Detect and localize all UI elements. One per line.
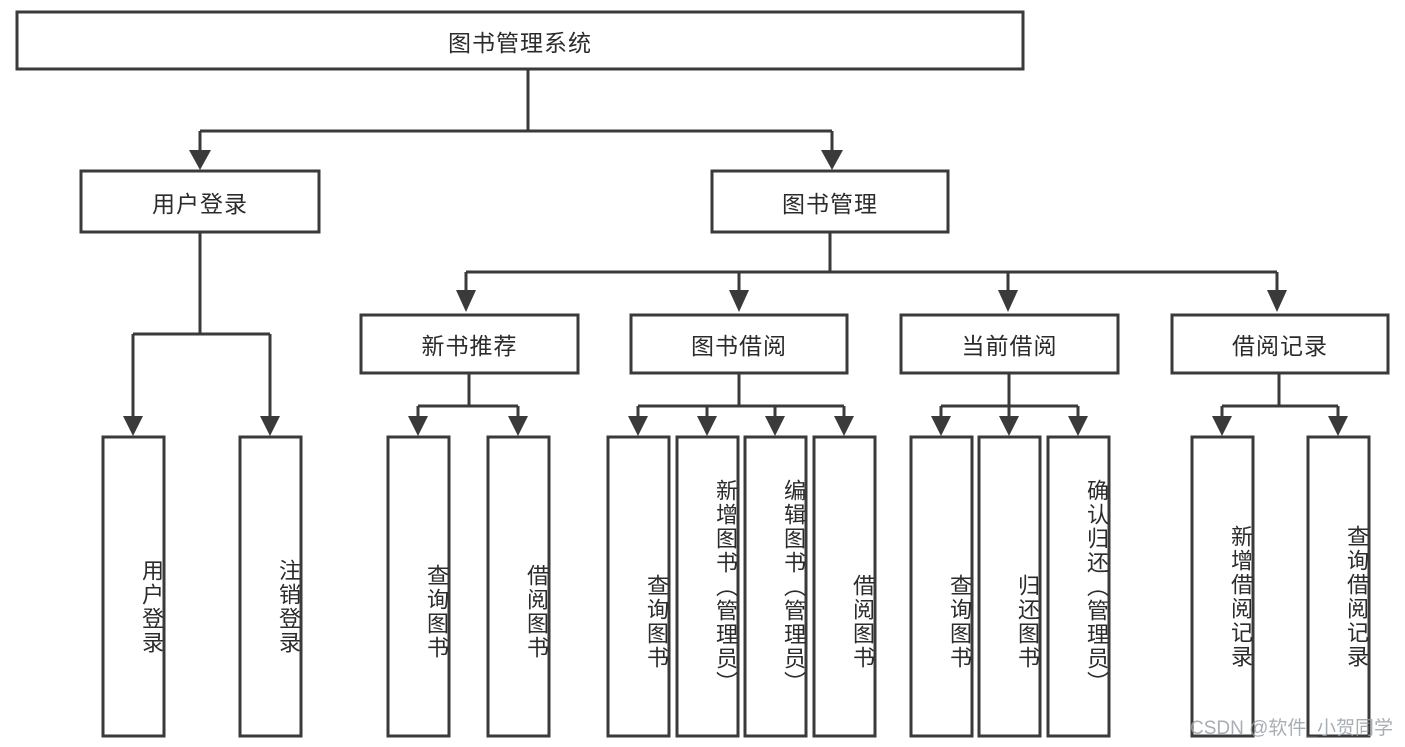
arrowhead-leaf-query-record — [1328, 416, 1348, 436]
node-user-login[interactable] — [79, 169, 321, 234]
arrowhead-current-borrow — [998, 290, 1018, 312]
arrowhead-leaf-user-login — [123, 416, 143, 436]
node-leaf-query-book-2[interactable] — [606, 435, 671, 738]
arrowhead-user-login — [189, 150, 211, 170]
arrowhead-leaf-add-book — [697, 416, 717, 436]
node-new-book-recommend[interactable] — [359, 313, 580, 375]
node-leaf-borrow-book-1[interactable] — [486, 435, 551, 738]
connector-book-borrow-bus — [636, 373, 846, 418]
node-leaf-edit-book[interactable] — [743, 435, 808, 738]
connector-root-bus — [200, 69, 832, 133]
node-leaf-add-book[interactable] — [675, 435, 740, 738]
node-root-system[interactable] — [15, 10, 1025, 71]
node-leaf-query-record[interactable] — [1306, 435, 1371, 738]
arrowhead-book-borrow — [729, 290, 749, 312]
arrowhead-new-book-rec — [456, 290, 476, 312]
node-leaf-confirm-return[interactable] — [1046, 435, 1111, 738]
arrowhead-leaf-query-book-2 — [628, 416, 648, 436]
node-leaf-logout[interactable] — [238, 435, 303, 738]
connector-new-book-rec-bus — [416, 373, 520, 418]
connector-user-login-bus — [131, 232, 272, 418]
arrowhead-leaf-add-record — [1212, 416, 1232, 436]
arrowhead-leaf-query-book-3 — [931, 416, 951, 436]
node-current-borrow[interactable] — [899, 313, 1120, 375]
node-leaf-query-book-3[interactable] — [909, 435, 974, 738]
arrowhead-leaf-borrow-book-2 — [834, 416, 854, 436]
node-book-management[interactable] — [710, 169, 950, 234]
arrowhead-leaf-return-book — [999, 416, 1019, 436]
csdn-watermark: CSDN @软件_小贺同学 — [1190, 718, 1393, 739]
arrowhead-borrow-record — [1267, 290, 1287, 312]
arrowhead-book-mgmt — [821, 150, 843, 170]
node-leaf-add-record[interactable] — [1190, 435, 1255, 738]
node-leaf-query-book-1[interactable] — [386, 435, 451, 738]
node-leaf-user-login[interactable] — [101, 435, 166, 738]
node-leaf-return-book[interactable] — [977, 435, 1042, 738]
arrowhead-leaf-confirm-return — [1068, 416, 1088, 436]
arrowhead-leaf-logout — [260, 416, 280, 436]
connector-borrow-record-bus — [1220, 373, 1340, 418]
node-leaf-borrow-book-2[interactable] — [812, 435, 877, 738]
arrowhead-leaf-query-book-1 — [408, 416, 428, 436]
node-book-borrow[interactable] — [629, 313, 849, 375]
arrowhead-leaf-edit-book — [765, 416, 785, 436]
connector-current-borrow-bus — [939, 373, 1080, 418]
node-borrow-record[interactable] — [1170, 313, 1390, 375]
arrowhead-leaf-borrow-book-1 — [508, 416, 528, 436]
connector-book-mgmt-bus — [464, 232, 1279, 292]
